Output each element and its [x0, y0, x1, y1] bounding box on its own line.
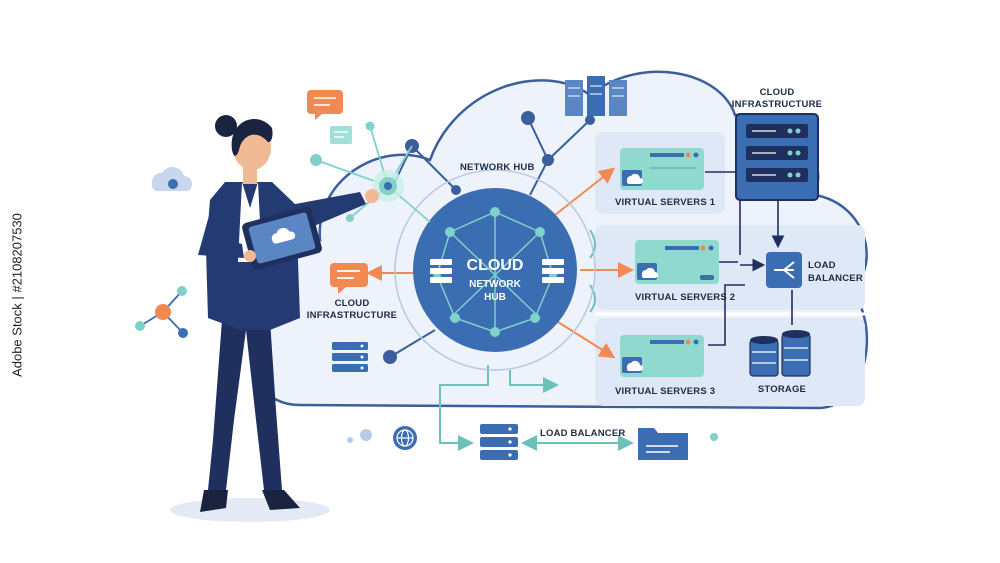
hub-title-line3: HUB — [484, 292, 506, 303]
right-connectors — [705, 171, 793, 346]
cloud-infra-left-line1: CLOUD — [335, 298, 370, 309]
note-icon — [330, 126, 352, 144]
hub-title-line2: NETWORK — [469, 279, 521, 290]
cloud-infra-left-line2: INFRASTRUCTURE — [307, 310, 397, 321]
load-balancer-right-line1: LOAD — [808, 260, 836, 271]
chat-bubble-icon — [330, 263, 368, 294]
virtual-servers-1-label: VIRTUAL SERVERS 1 — [615, 197, 716, 208]
virtual-servers-3-label: VIRTUAL SERVERS 3 — [615, 386, 715, 397]
server-stack-bottom-icon — [480, 424, 518, 460]
load-balancer-right-line2: BALANCER — [808, 273, 863, 284]
message-icon — [307, 90, 343, 120]
server-rack-icon — [565, 76, 627, 116]
businesswoman-figure — [170, 115, 379, 522]
virtual-server-card-1 — [620, 148, 704, 190]
server-rack-large-icon — [735, 113, 819, 201]
teal-connectors — [439, 229, 634, 451]
virtual-servers-2-label: VIRTUAL SERVERS 2 — [635, 292, 735, 303]
tablet-icon — [242, 206, 322, 270]
folder-icon — [638, 428, 688, 460]
server-icon — [430, 259, 564, 283]
decor-dots — [585, 115, 595, 125]
load-balancer-icon — [766, 252, 802, 288]
network-molecule-icon — [135, 286, 188, 338]
server-small-icon — [332, 342, 368, 372]
hub-title-line1: CLOUD — [467, 257, 524, 274]
virtual-server-card-3 — [620, 335, 704, 377]
storage-label: STORAGE — [758, 384, 806, 395]
cloud-infra-top-line2: INFRASTRUCTURE — [732, 99, 822, 110]
watermark: Adobe Stock | #2108207530 — [9, 213, 25, 377]
touch-point — [372, 170, 404, 202]
network-hub-label: NETWORK HUB — [460, 162, 535, 173]
load-balancer-bottom-label: LOAD BALANCER — [540, 428, 625, 439]
virtual-server-card-2 — [635, 240, 719, 284]
cloud-icon — [151, 167, 193, 191]
globe-icon — [393, 426, 417, 450]
storage-icon — [749, 330, 811, 377]
cloud-network-hub: CLOUD NETWORK HUB — [394, 169, 596, 371]
cloud-infra-top-line1: CLOUD — [760, 87, 795, 98]
